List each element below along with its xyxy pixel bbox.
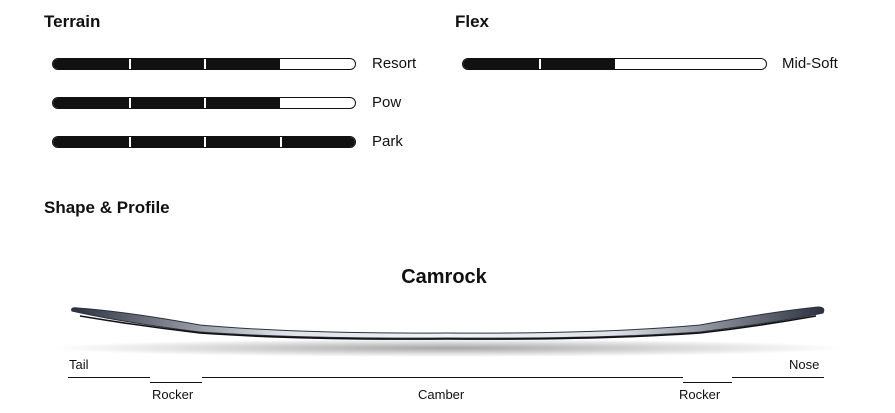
rocker-right-label: Rocker [679,387,721,402]
board-shadow [47,339,847,357]
nose-segment-line [732,377,824,378]
bar-tick [128,59,131,69]
terrain-pow-bar [52,97,356,109]
flex-label: Mid-Soft [782,55,838,72]
nose-label: Nose [789,357,820,372]
shape-profile-heading: Shape & Profile [44,198,170,217]
rocker-right-line [683,382,732,383]
board-base-edge [79,315,817,340]
rocker-left-line [150,382,202,383]
snowboard-profile-image [47,306,847,357]
terrain-resort-bar [52,58,356,70]
tail-segment-line [68,377,150,378]
tail-label: Tail [69,357,89,372]
bar-tick [128,98,131,108]
bar-tick [128,137,131,147]
profile-name: Camrock [401,266,487,288]
terrain-park-label: Park [372,133,403,150]
camber-line [202,377,683,378]
terrain-pow-fill [53,98,280,108]
terrain-resort-label: Resort [372,55,417,72]
bar-tick [538,59,541,69]
flex-bar [462,58,767,70]
terrain-resort-fill [53,59,280,69]
camber-label: Camber [418,387,465,402]
flex-heading: Flex [455,12,490,31]
board-shape [71,306,825,339]
terrain-park-bar [52,136,356,148]
bar-tick [204,59,206,69]
terrain-pow-label: Pow [372,94,402,111]
rocker-left-label: Rocker [152,387,194,402]
bar-tick [204,137,206,147]
bar-tick [279,59,282,69]
bar-tick [279,137,282,147]
bar-tick [279,98,282,108]
bar-tick [204,98,206,108]
terrain-heading: Terrain [44,12,101,31]
